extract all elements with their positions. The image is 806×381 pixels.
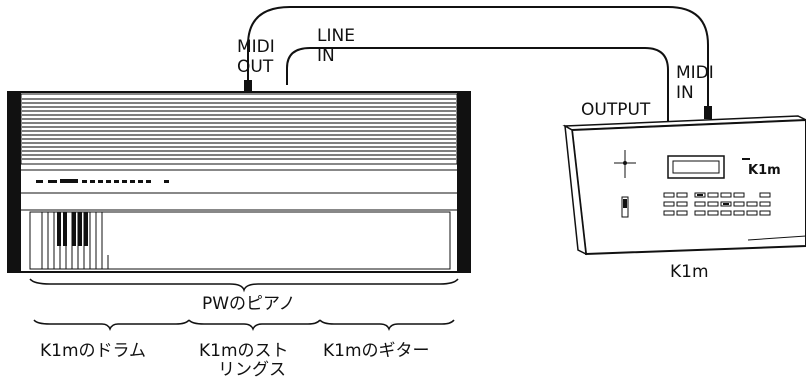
midi-out-plug (244, 80, 252, 92)
line-in-label-line-2: IN (317, 46, 335, 66)
midi-cable (247, 6, 709, 108)
line-in-cable (286, 47, 669, 126)
k1m-module (562, 115, 806, 256)
split-zone-2-label-line-1: K1mのスト (199, 341, 289, 361)
split-zone-2-label-line-2: リングス (218, 360, 286, 380)
split-zone-3-label: K1mのギター (323, 341, 430, 361)
keyboard-instrument (7, 91, 471, 273)
midi-in-plug (704, 106, 712, 119)
brace-zone-3 (319, 319, 455, 332)
k1m-panel-logo: K1m (748, 163, 781, 178)
line-in-label-line-1: LINE (317, 26, 355, 46)
midi-out-label-line-1: MIDI (237, 37, 275, 57)
midi-in-label-line-1: MIDI (676, 63, 714, 83)
midi-out-label-line-2: OUT (237, 57, 274, 77)
brace-overall (29, 278, 459, 293)
midi-in-label-line-2: IN (676, 83, 694, 103)
k1m-name-label: K1m (670, 262, 709, 282)
output-label: OUTPUT (581, 100, 651, 120)
brace-zone-2 (188, 319, 321, 332)
brace-zone-1 (33, 319, 190, 332)
split-zone-1-label: K1mのドラム (40, 341, 147, 361)
split-overall-label: PWのピアノ (202, 294, 296, 314)
